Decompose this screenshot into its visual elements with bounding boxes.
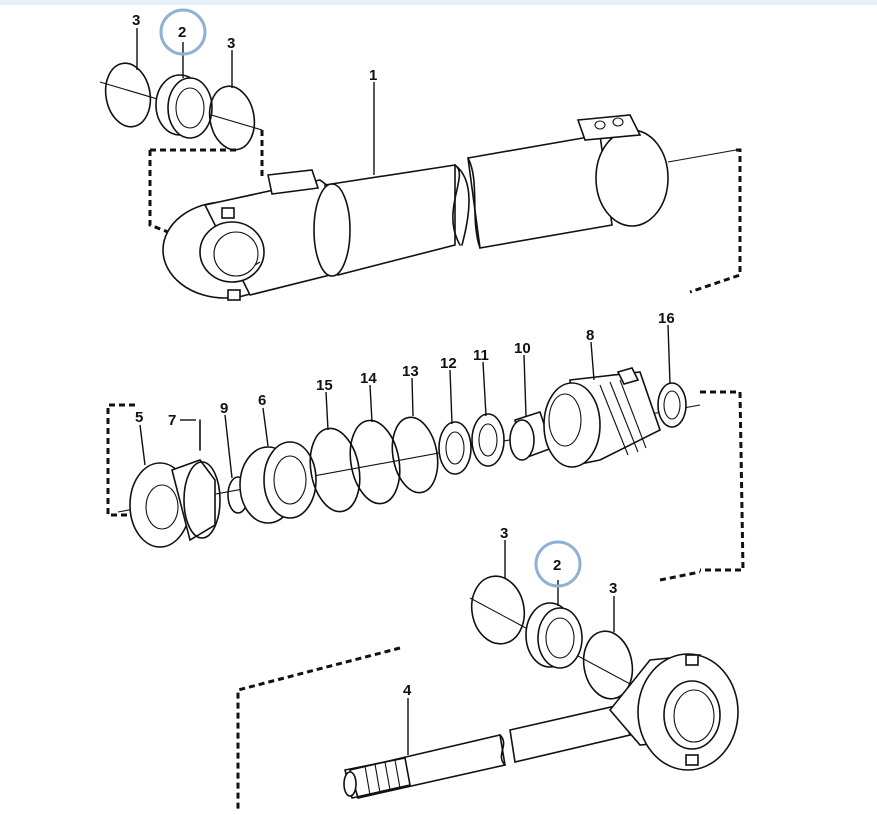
callout-12: 12 — [440, 355, 457, 372]
highlight-circle-bottom — [534, 540, 582, 588]
highlight-circle-top — [159, 8, 207, 56]
callout-15: 15 — [316, 377, 333, 394]
callout-13: 13 — [402, 363, 419, 380]
callout-5: 5 — [135, 409, 143, 426]
callout-labels: 1 2 3 3 4 5 6 7 9 15 14 13 12 11 10 8 16… — [132, 12, 675, 699]
callout-1: 1 — [369, 67, 377, 84]
top-bearing-group — [99, 62, 263, 151]
cylinder-tube-part — [148, 114, 742, 301]
piston-parts-group — [106, 367, 745, 572]
callout-2-top: 2 — [178, 24, 186, 41]
callout-11: 11 — [473, 347, 489, 364]
callout-4: 4 — [403, 682, 412, 699]
callout-8: 8 — [586, 327, 594, 344]
leader-lines — [136, 28, 671, 755]
top-edge-bar — [0, 0, 877, 5]
callout-3-bottom-right: 3 — [609, 580, 617, 597]
piston-rod-group — [236, 570, 739, 810]
callout-16: 16 — [658, 310, 675, 327]
callout-3-bottom-left: 3 — [500, 525, 508, 542]
callout-9: 9 — [220, 400, 228, 417]
callout-3-top-left: 3 — [132, 12, 140, 29]
callout-10: 10 — [514, 340, 531, 357]
callout-3-top-right: 3 — [227, 35, 235, 52]
callout-14: 14 — [360, 370, 377, 387]
callout-7: 7 — [168, 412, 176, 429]
callout-2-bottom: 2 — [553, 557, 561, 574]
callout-6: 6 — [258, 392, 266, 409]
